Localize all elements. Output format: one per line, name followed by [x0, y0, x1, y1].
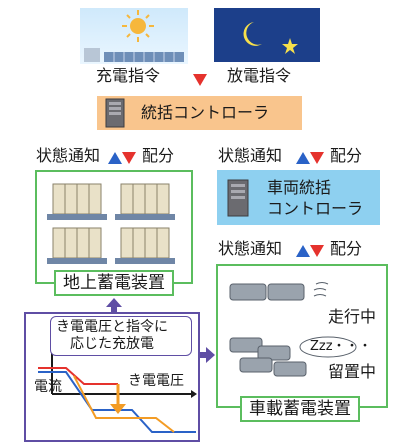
right-status-label: 状態通知 [218, 146, 283, 165]
integrated-controller: 統括コントローラ [97, 96, 302, 130]
vehicle-controller-line1: 車両統括 [267, 178, 332, 197]
charge-discharge-graph: き電電圧と指令に 応じた充放電 電流 き電電圧 [24, 312, 200, 442]
left-distribution-label: 配分 [142, 146, 175, 165]
battery-units-icon [47, 183, 175, 264]
arrow-right-icon [198, 346, 216, 368]
sun-solar-icon [84, 10, 184, 62]
right-distribution-label: 配分 [330, 146, 363, 165]
graph-caption-box [50, 316, 192, 356]
vehicle-controller: 車両統括 コントローラ [217, 170, 380, 225]
night-panel [214, 8, 320, 62]
integrated-controller-label: 統括コントローラ [141, 103, 270, 122]
server-icon [227, 179, 249, 217]
ground-storage-label: 地上蓄電装置 [54, 270, 174, 296]
onboard-storage-box: Zzz・・・ 走行中 留置中 [216, 264, 388, 408]
right-status2-label: 状態通知 [218, 239, 283, 258]
onboard-storage-label: 車載蓄電装置 [240, 396, 360, 422]
y-axis-label: 電流 [34, 379, 62, 395]
graph-caption-line1: き電電圧と指令に [56, 319, 168, 335]
running-label: 走行中 [328, 307, 377, 326]
up-down-arrows-icon [296, 149, 324, 168]
discharge-command-label: 放電指令 [227, 66, 292, 85]
left-status-label: 状態通知 [36, 146, 101, 165]
up-down-arrows-icon [108, 149, 136, 168]
down-arrow-icon [193, 71, 207, 90]
sleep-bubble-text: Zzz・・・ [310, 339, 372, 354]
parked-label: 留置中 [328, 362, 377, 381]
server-icon [105, 98, 125, 128]
vehicle-controller-line2: コントローラ [267, 199, 364, 218]
graph-caption-line2: 応じた充放電 [70, 336, 154, 352]
trains-icon [229, 282, 357, 377]
ground-storage-box [35, 170, 193, 284]
charge-command-label: 充電指令 [96, 66, 161, 85]
x-axis-label: き電電圧 [128, 373, 184, 389]
arrow-up-icon [105, 297, 123, 319]
moon-star-icon [243, 22, 298, 54]
daytime-solar-panel [80, 8, 188, 64]
right-distribution2-label: 配分 [330, 239, 363, 258]
up-down-arrows-icon [296, 242, 324, 261]
graph-plot [38, 350, 197, 433]
